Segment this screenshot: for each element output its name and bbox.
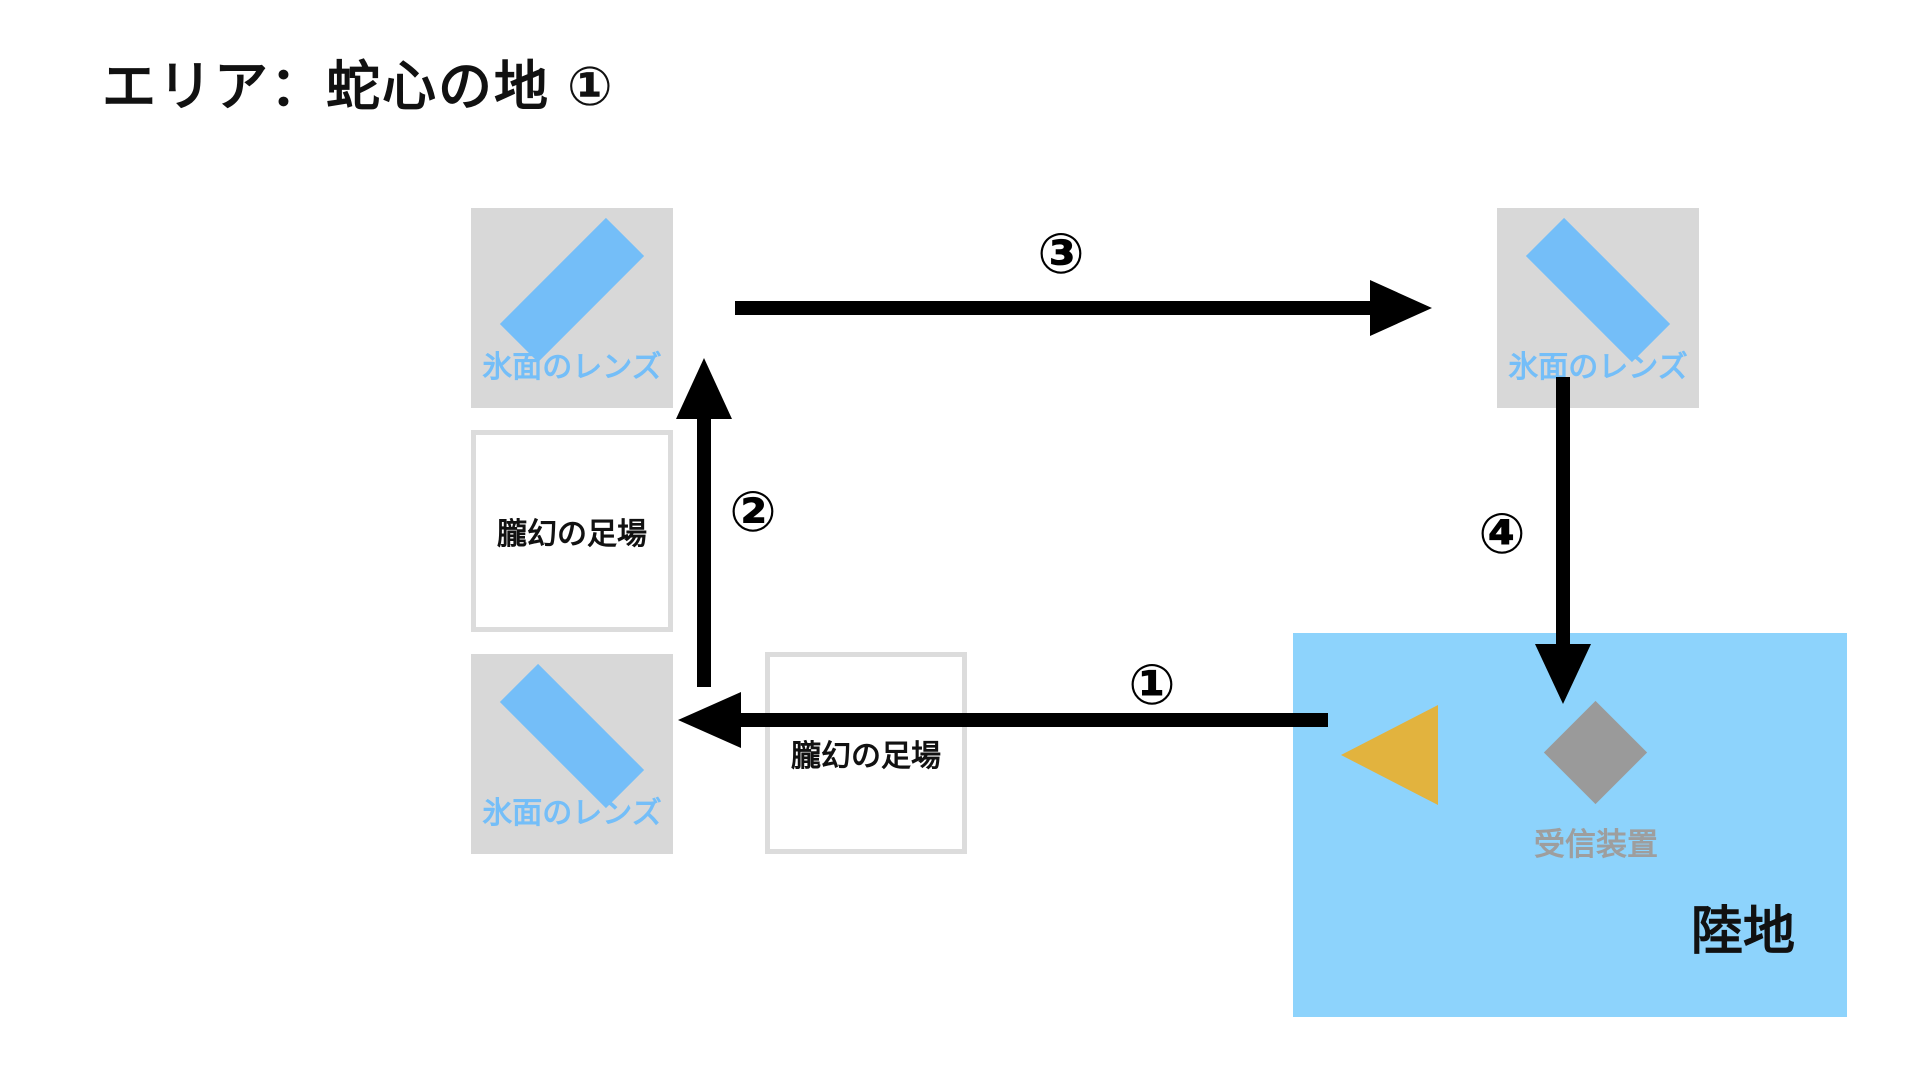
page-title: エリア：蛇心の地 ① bbox=[102, 57, 615, 117]
step-marker-2: ② bbox=[729, 480, 777, 543]
platform-box-bottom-mid: 朧幻の足場 bbox=[765, 652, 967, 854]
step-marker-4: ④ bbox=[1478, 502, 1526, 565]
beacon-triangle-icon bbox=[1341, 705, 1438, 805]
lens-mirror-icon bbox=[499, 217, 645, 363]
step-marker-1: ① bbox=[1128, 653, 1176, 716]
arrow-step2-up bbox=[676, 358, 732, 687]
lens-box-bottom-left: 氷面のレンズ bbox=[471, 654, 673, 854]
platform-box-mid-left: 朧幻の足場 bbox=[471, 430, 673, 632]
platform-label: 朧幻の足場 bbox=[791, 740, 941, 773]
lens-mirror-icon bbox=[499, 663, 645, 809]
lens-box-right: 氷面のレンズ bbox=[1497, 208, 1699, 408]
step-marker-3: ③ bbox=[1037, 222, 1085, 285]
land-label: 陸地 bbox=[1691, 903, 1796, 961]
receiver-diamond-icon bbox=[1543, 700, 1648, 805]
lens-label: 氷面のレンズ bbox=[482, 351, 662, 384]
arrow-step3-right bbox=[735, 280, 1432, 336]
lens-mirror-icon bbox=[1525, 217, 1671, 363]
lens-label: 氷面のレンズ bbox=[1508, 351, 1688, 384]
lens-box-top-left: 氷面のレンズ bbox=[471, 208, 673, 408]
receiver-label: 受信装置 bbox=[1534, 827, 1658, 862]
platform-label: 朧幻の足場 bbox=[497, 518, 647, 551]
land-area: 受信装置 陸地 bbox=[1293, 633, 1847, 1017]
lens-label: 氷面のレンズ bbox=[482, 797, 662, 830]
